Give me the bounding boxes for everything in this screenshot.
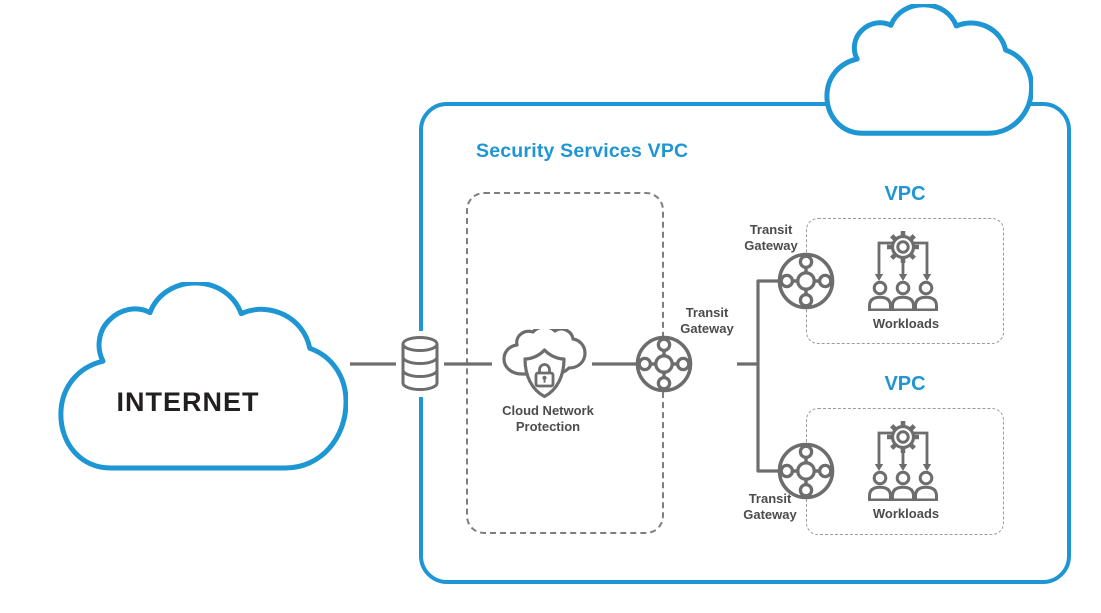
vpc-bottom-title: VPC xyxy=(884,373,926,395)
hub-transit-gateway-label: Transit Gateway xyxy=(680,305,734,336)
vpc-top-title: VPC xyxy=(884,183,926,205)
gear-people-icon xyxy=(866,227,942,311)
vpc-top-transit-gateway-label: Transit Gateway xyxy=(744,222,798,253)
internet-label: INTERNET xyxy=(116,387,260,417)
transit-gateway-icon xyxy=(776,251,836,311)
internet-cloud-icon xyxy=(54,282,348,472)
cloud-icon xyxy=(822,4,1033,136)
cloud-shield-lock-icon xyxy=(500,329,588,403)
database-icon xyxy=(396,331,444,397)
vpc-bottom-transit-gateway-label: Transit Gateway xyxy=(743,491,797,522)
security-services-vpc-title: Security Services VPC xyxy=(476,140,689,162)
branch-to-vpcs xyxy=(756,279,778,473)
transit-gateway-icon xyxy=(634,334,694,394)
vpc-top-workloads-label: Workloads xyxy=(872,316,940,331)
vpc-bottom-workloads-label: Workloads xyxy=(872,506,940,521)
cloud-network-protection-label: Cloud Network Protection xyxy=(502,403,594,434)
gear-people-icon xyxy=(866,417,942,501)
